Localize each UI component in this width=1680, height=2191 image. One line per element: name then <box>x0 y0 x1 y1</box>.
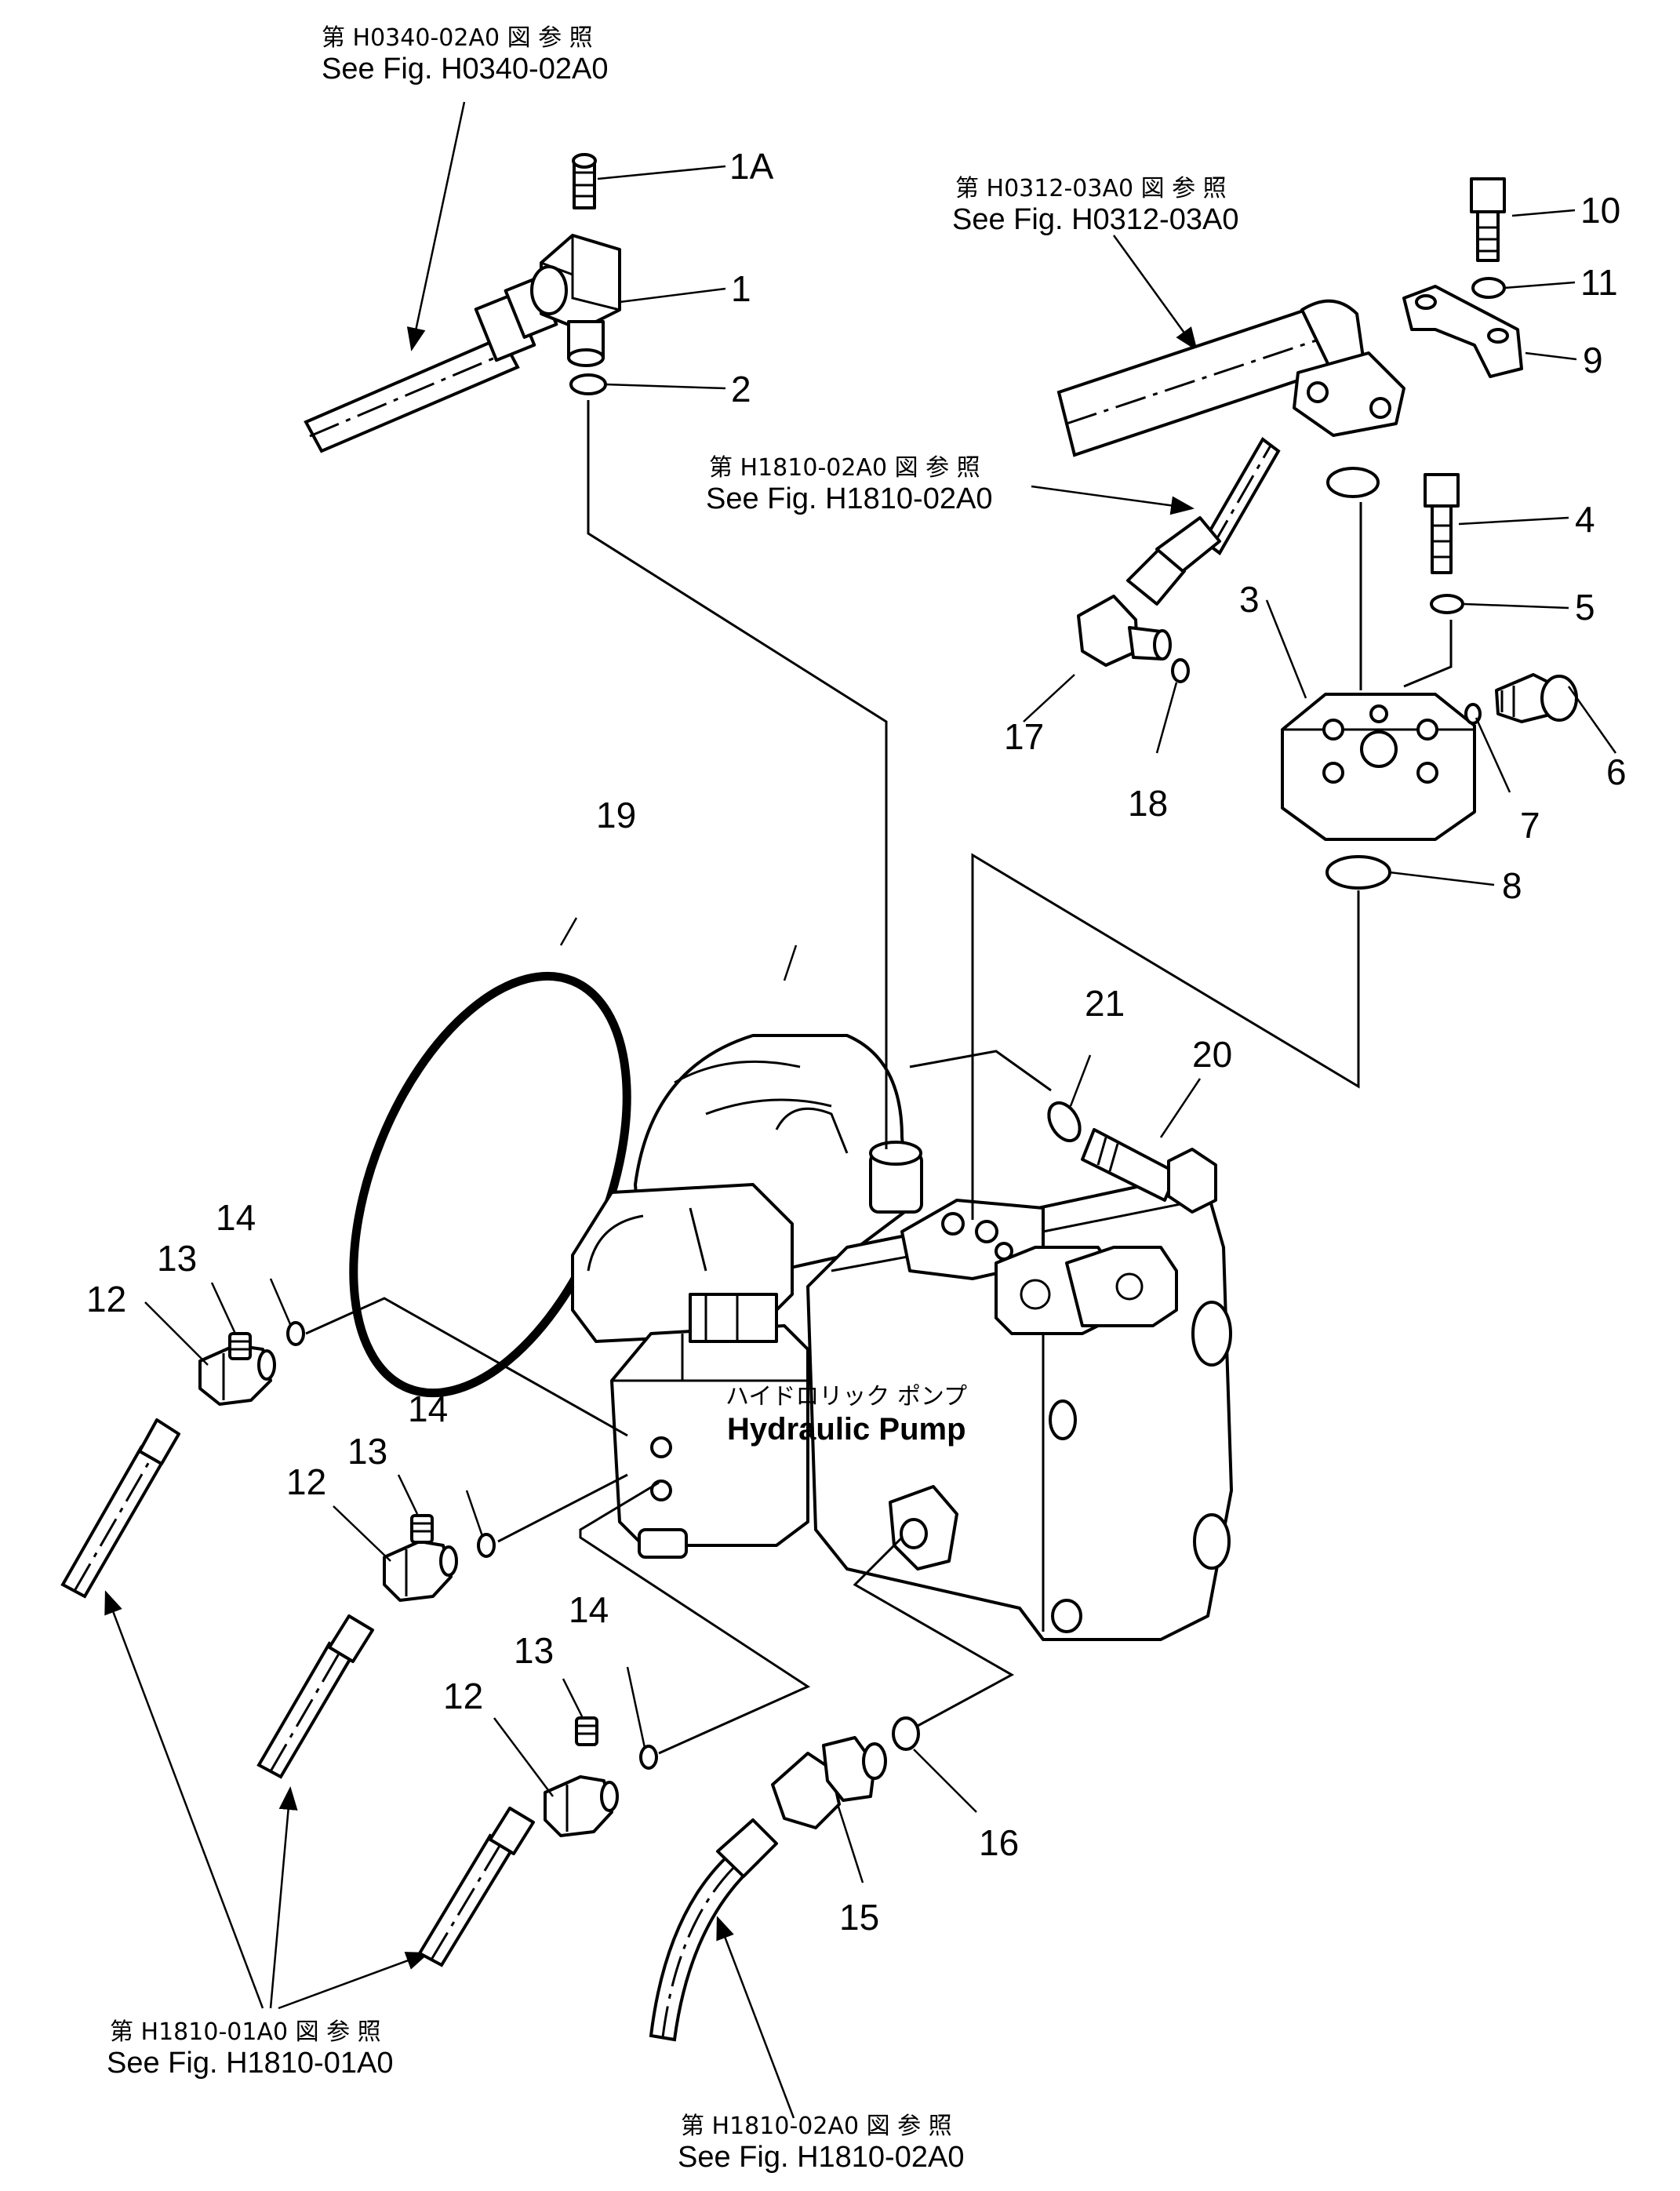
hydraulic-pump-body: ハイドロリック ポンプ Hydraulic Pump <box>571 1034 1233 1641</box>
part-number-10: 10 <box>1580 190 1620 231</box>
part-number-21: 21 <box>1085 983 1125 1024</box>
adapter-block-3 <box>1281 693 1476 841</box>
arrow-h1810-bottom <box>716 1916 795 2119</box>
bolt-20 <box>1081 1128 1217 1214</box>
plug-13a <box>228 1332 252 1360</box>
plug-13c <box>575 1716 598 1746</box>
hose-12c <box>417 1807 535 1967</box>
arrow-h1810-01-b <box>269 1786 298 2009</box>
pump-label-en: Hydraulic Pump <box>727 1412 966 1447</box>
o-ring-14c <box>639 1745 658 1770</box>
part-number-11: 11 <box>1580 262 1618 303</box>
part-number-7: 7 <box>1520 805 1540 846</box>
o-ring-16 <box>892 1716 920 1751</box>
arrow-h1810-01-a <box>104 1590 264 2009</box>
grease-nipple-1a <box>572 153 597 209</box>
hose-12a <box>60 1418 180 1599</box>
arrow-h1810-01-c <box>278 1952 430 2010</box>
reference-h0312: 第 H0312-03A0 図 参 照 See Fig. H0312-03A0 <box>952 175 1238 236</box>
washer-11 <box>1471 277 1506 299</box>
hose-h0340 <box>304 276 558 453</box>
o-ring-2 <box>569 373 607 395</box>
part-number-13c: 13 <box>514 1630 554 1671</box>
part-number-12b: 12 <box>286 1461 326 1502</box>
part-number-16: 16 <box>979 1822 1019 1863</box>
bolt-4 <box>1424 473 1460 574</box>
o-ring-8 <box>1325 855 1391 890</box>
part-number-2: 2 <box>731 369 751 409</box>
part-number-4: 4 <box>1575 499 1595 540</box>
elbow-fitting-12b <box>383 1540 458 1602</box>
arrow-h1810-top <box>1031 485 1195 515</box>
o-ring-14a <box>286 1321 305 1346</box>
part-number-14c: 14 <box>569 1589 609 1630</box>
reference-h1810-01-jp: 第 H1810-01A0 図 参 照 <box>110 2018 381 2046</box>
part-number-labels: 1A 1 2 3 4 5 6 7 8 9 10 11 12 13 14 12 1… <box>86 146 1627 1938</box>
reference-h0312-en: See Fig. H0312-03A0 <box>952 203 1238 236</box>
part-number-19: 19 <box>596 795 636 835</box>
hose-h1810-bottom <box>649 1818 778 2042</box>
elbow-fitting-17 <box>1077 595 1172 667</box>
elbow-fitting-15 <box>771 1736 887 1829</box>
arrow-h0312 <box>1112 235 1198 351</box>
part-number-20: 20 <box>1192 1034 1232 1075</box>
part-number-17: 17 <box>1004 716 1044 757</box>
o-ring-14b <box>477 1533 496 1558</box>
o-ring-18 <box>1171 658 1190 683</box>
assembly-lines <box>305 400 1453 1755</box>
reference-h1810-top: 第 H1810-02A0 図 参 照 See Fig. H1810-02A0 <box>706 454 992 515</box>
tee-fitting-1 <box>530 234 621 367</box>
washer-21 <box>1047 1101 1082 1143</box>
reference-h1810-bottom-jp: 第 H1810-02A0 図 参 照 <box>681 2113 952 2140</box>
part-number-1a: 1A <box>729 146 774 187</box>
plug-13b <box>410 1514 434 1544</box>
part-number-13b: 13 <box>347 1431 387 1472</box>
o-ring-flange <box>1326 467 1380 498</box>
part-number-15: 15 <box>839 1897 879 1938</box>
reference-h1810-top-en: See Fig. H1810-02A0 <box>706 482 992 515</box>
reference-h1810-top-jp: 第 H1810-02A0 図 参 照 <box>709 454 980 482</box>
reference-h0340-jp: 第 H0340-02A0 図 参 照 <box>322 24 593 52</box>
hose-h1810-top <box>1126 437 1281 606</box>
reference-h1810-01: 第 H1810-01A0 図 参 照 See Fig. H1810-01A0 <box>107 2018 393 2080</box>
part-number-18: 18 <box>1128 783 1168 824</box>
part-number-9: 9 <box>1583 340 1603 380</box>
part-number-12c: 12 <box>443 1676 483 1716</box>
part-number-12a: 12 <box>86 1279 126 1319</box>
part-number-6: 6 <box>1606 752 1627 792</box>
washer-5 <box>1430 594 1464 614</box>
part-number-5: 5 <box>1575 587 1595 628</box>
part-number-14a: 14 <box>216 1197 256 1238</box>
reference-h1810-01-en: See Fig. H1810-01A0 <box>107 2047 393 2080</box>
part-number-3: 3 <box>1239 579 1260 620</box>
split-flange-9 <box>1402 285 1523 378</box>
reference-h0340: 第 H0340-02A0 図 参 照 See Fig. H0340-02A0 <box>322 24 608 86</box>
part-number-14b: 14 <box>408 1388 448 1429</box>
reference-h0312-jp: 第 H0312-03A0 図 参 照 <box>955 175 1227 202</box>
elbow-pipe-h0312 <box>1056 299 1405 457</box>
elbow-fitting-12c <box>544 1775 619 1837</box>
part-number-1: 1 <box>731 268 751 309</box>
bolt-10 <box>1470 177 1506 262</box>
part-number-13a: 13 <box>157 1238 197 1279</box>
reference-h1810-bottom-en: See Fig. H1810-02A0 <box>678 2141 964 2174</box>
arrow-h0340 <box>406 101 466 351</box>
pump-label-jp: ハイドロリック ポンプ <box>725 1383 967 1410</box>
leader-lines <box>144 165 1617 1883</box>
part-number-8: 8 <box>1502 865 1522 906</box>
fitting-6 <box>1495 673 1578 723</box>
hose-12b <box>256 1614 374 1779</box>
reference-h1810-bottom: 第 H1810-02A0 図 参 照 See Fig. H1810-02A0 <box>678 2113 964 2174</box>
reference-h0340-en: See Fig. H0340-02A0 <box>322 53 608 86</box>
